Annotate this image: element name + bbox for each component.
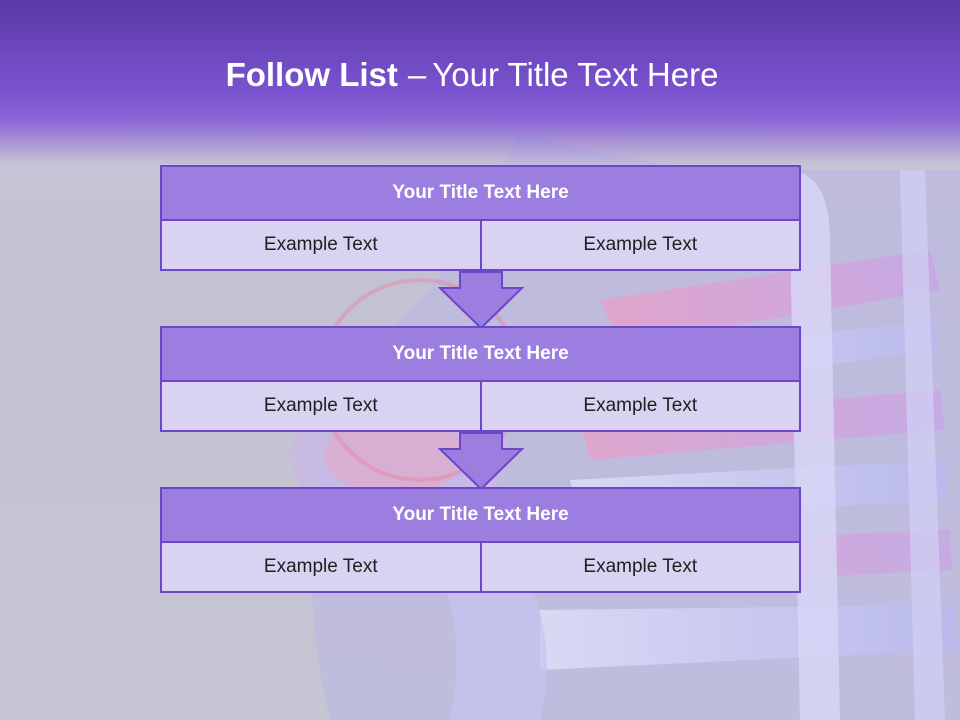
block-row: Example Text Example Text bbox=[160, 543, 801, 593]
list-block-2: Your Title Text Here Example Text Exampl… bbox=[160, 326, 801, 432]
list-block-1: Your Title Text Here Example Text Exampl… bbox=[160, 165, 801, 271]
list-block-3: Your Title Text Here Example Text Exampl… bbox=[160, 487, 801, 593]
block-cell-right: Example Text bbox=[480, 382, 801, 432]
block-cell-right: Example Text bbox=[480, 221, 801, 271]
block-cell-right: Example Text bbox=[480, 543, 801, 593]
page-title: Follow List–Your Title Text Here bbox=[0, 56, 944, 94]
block-cell-left: Example Text bbox=[160, 543, 481, 593]
title-bold: Follow List bbox=[225, 56, 398, 93]
block-row: Example Text Example Text bbox=[160, 382, 801, 432]
block-title: Your Title Text Here bbox=[160, 487, 801, 543]
down-arrow-icon bbox=[438, 271, 524, 330]
header-band bbox=[0, 0, 960, 165]
block-row: Example Text Example Text bbox=[160, 221, 801, 271]
block-cell-left: Example Text bbox=[160, 382, 481, 432]
block-title: Your Title Text Here bbox=[160, 165, 801, 221]
down-arrow-icon bbox=[438, 432, 524, 491]
block-cell-left: Example Text bbox=[160, 221, 481, 271]
title-rest: Your Title Text Here bbox=[432, 56, 719, 93]
title-separator: – bbox=[407, 56, 427, 93]
block-title: Your Title Text Here bbox=[160, 326, 801, 382]
